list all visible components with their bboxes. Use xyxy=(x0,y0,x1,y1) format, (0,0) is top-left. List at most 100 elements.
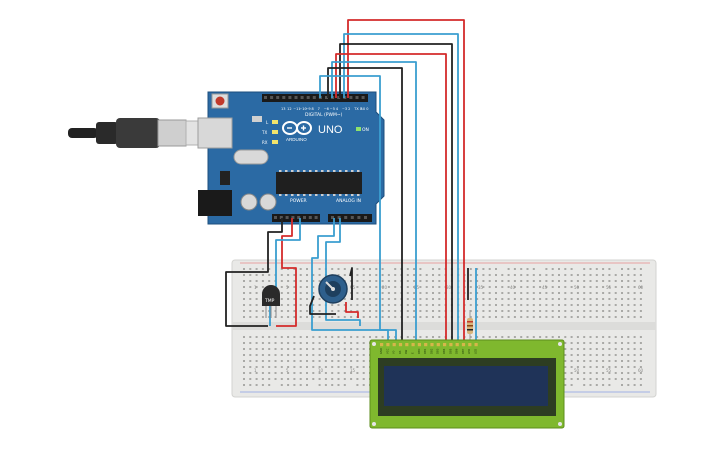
lcd-pin-label: RW xyxy=(404,349,408,354)
lcd-pin[interactable] xyxy=(443,343,447,347)
wire-black-a[interactable] xyxy=(339,43,453,340)
wire-black-pot[interactable] xyxy=(309,295,336,315)
wire-blue-b[interactable] xyxy=(331,61,417,340)
digital-pin-number: 2 xyxy=(348,107,350,111)
digital-pin-number: ~11 xyxy=(293,107,300,111)
wire-blue-a[interactable] xyxy=(343,33,459,340)
lcd-pin[interactable] xyxy=(424,343,428,347)
digital-label: DIGITAL (PWM~) xyxy=(305,112,343,118)
lcd-pin-label: LED xyxy=(467,349,471,354)
subbrand-label: ARDUINO xyxy=(286,137,307,142)
digital-pin-number: 12 xyxy=(287,107,291,111)
lcd-pin-label: DB2 xyxy=(429,348,433,354)
column-number-top: 50 xyxy=(574,285,580,290)
column-number-bottom: 50 xyxy=(574,368,580,373)
on-led-label: ON xyxy=(362,127,369,133)
digital-pin-number: ~3 xyxy=(342,107,347,111)
digital-pin-number: 4 xyxy=(336,107,339,111)
usb-socket xyxy=(197,117,233,149)
lcd-pin-label: DB0 xyxy=(417,348,421,354)
wire-black-pot-b[interactable] xyxy=(349,267,353,300)
sensor-label: TMP xyxy=(264,298,275,304)
digital-pin-number: 13 xyxy=(281,107,285,111)
lcd-pin[interactable] xyxy=(380,343,384,347)
arduino-logo xyxy=(282,121,312,135)
lcd-pin[interactable] xyxy=(386,343,390,347)
temperature-sensor[interactable]: TMP xyxy=(262,285,280,318)
column-number-top: 35 xyxy=(478,285,484,290)
digital-pin-number: 8 xyxy=(312,107,314,111)
column-number-bottom: 60 xyxy=(638,368,644,373)
column-number-top: 60 xyxy=(638,285,644,290)
wires[interactable] xyxy=(225,19,477,340)
lcd-pin[interactable] xyxy=(455,343,459,347)
atmega-chip xyxy=(276,170,362,196)
power-jack xyxy=(198,190,232,216)
column-number-bottom: 1 xyxy=(254,368,257,373)
wire-blue-a0[interactable] xyxy=(311,218,389,340)
lcd-pin-label: V0 xyxy=(392,350,396,354)
arduino-uno-board[interactable]: L TX RX UNO ARDUINO ON DIGITAL (PWM~) 13… xyxy=(197,91,385,225)
power-header[interactable] xyxy=(272,214,320,222)
lcd-pin[interactable] xyxy=(392,343,396,347)
rx-led-label: RX xyxy=(262,140,268,145)
wire-black-b[interactable] xyxy=(327,67,403,340)
crystal xyxy=(233,149,269,165)
lcd-pin-label: DB3 xyxy=(436,348,440,354)
potentiometer[interactable] xyxy=(318,274,348,304)
l-led-label: L xyxy=(266,120,269,125)
analog-header[interactable] xyxy=(328,214,372,222)
usb-cable[interactable] xyxy=(68,118,217,148)
lcd-pin[interactable] xyxy=(474,343,478,347)
lcd-pin[interactable] xyxy=(430,343,434,347)
digital-pin-number: 7 xyxy=(318,107,320,111)
column-number-top: 45 xyxy=(542,285,548,290)
lcd-pin-label: DB1 xyxy=(423,348,427,354)
digital-pin-number: ~5 xyxy=(330,107,335,111)
wire-red-5v-top[interactable] xyxy=(347,19,465,340)
lcd-screen xyxy=(384,366,548,406)
lcd-pin-label: E xyxy=(411,352,415,354)
column-number-bottom: 10 xyxy=(318,368,324,373)
column-number-top: 20 xyxy=(382,285,388,290)
column-number-bottom: 55 xyxy=(606,368,612,373)
digital-pin-number: ~10 xyxy=(299,107,306,111)
column-number-top: 55 xyxy=(606,285,612,290)
tx-led-label: TX xyxy=(261,130,267,135)
lcd-pin-label: DB7 xyxy=(461,348,465,354)
digital-pin-number: TX 1 xyxy=(353,107,362,111)
column-number-bottom: 5 xyxy=(286,368,289,373)
lcd-pin-label: VCC xyxy=(385,348,389,354)
wire-black-gnd[interactable] xyxy=(225,218,283,327)
lcd-pin-label: DB6 xyxy=(455,348,459,354)
lcd-pin-label: LED xyxy=(474,349,478,354)
wire-red-5v[interactable] xyxy=(276,218,297,327)
wire-red-pot[interactable] xyxy=(345,302,359,318)
lcd-pin[interactable] xyxy=(405,343,409,347)
digital-pin-number: RX 0 xyxy=(360,107,368,111)
lcd-pin-label: DB4 xyxy=(442,348,446,354)
lcd-pin[interactable] xyxy=(398,343,403,347)
column-number-top: 30 xyxy=(446,285,452,290)
column-number-top: 40 xyxy=(510,285,516,290)
lcd-pin[interactable] xyxy=(461,343,466,347)
lcd-pin[interactable] xyxy=(436,343,440,347)
column-number-top: 5 xyxy=(286,285,289,290)
column-number-bottom: 15 xyxy=(350,368,356,373)
lcd-pin-label: DB5 xyxy=(448,348,452,354)
lcd-pin[interactable] xyxy=(411,343,415,347)
lcd-pin[interactable] xyxy=(468,343,472,347)
lcd-pin[interactable] xyxy=(417,343,421,347)
column-number-top: 1 xyxy=(254,285,257,290)
digital-pin-number: ~9 xyxy=(305,107,310,111)
analog-label: ANALOG IN xyxy=(336,198,361,204)
lcd-pin[interactable] xyxy=(449,343,453,347)
potentiometer-knob-icon[interactable] xyxy=(331,287,335,291)
lcd-pin-label: RS xyxy=(398,350,402,354)
resistor[interactable] xyxy=(467,310,473,342)
wire-blue-c[interactable] xyxy=(319,75,397,340)
